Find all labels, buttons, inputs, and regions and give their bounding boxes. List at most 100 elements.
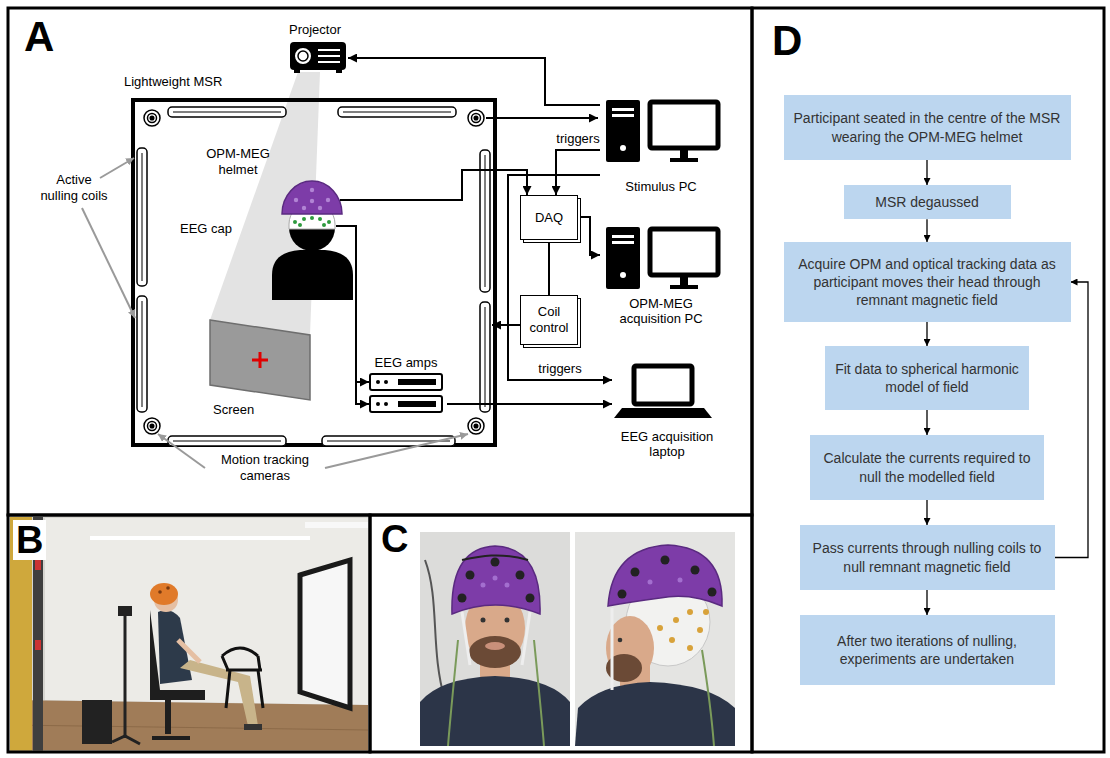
eeg-cap-photo — [575, 532, 735, 746]
participant — [318, 217, 322, 221]
eeg-cap-photo — [678, 578, 683, 583]
connector — [926, 322, 927, 346]
helmet-photo — [462, 555, 528, 560]
helmet-photo — [516, 571, 525, 580]
opm-helmet — [282, 181, 342, 214]
computer-symbol — [680, 277, 688, 286]
panel-letter: C — [381, 520, 408, 558]
part-label: EEG cap — [180, 221, 232, 237]
participant — [298, 223, 302, 227]
node-text: MSR degaussed — [875, 193, 979, 211]
room-photo — [150, 583, 178, 605]
computer-symbol — [612, 108, 634, 111]
room-photo — [112, 736, 140, 744]
amplifier-symbol — [398, 401, 436, 407]
eeg-cap-photo — [661, 556, 670, 565]
node-text: After two iterations of nulling, experim… — [810, 632, 1045, 668]
computer-symbol — [670, 158, 698, 162]
connector — [447, 403, 612, 405]
tracking-camera — [144, 110, 160, 126]
flow-step: Calculate the currents required to null … — [810, 435, 1044, 500]
eeg-cap-photo — [687, 609, 693, 615]
helmet-photo — [481, 583, 486, 588]
amplifier-symbol — [384, 380, 388, 384]
tracking-camera — [468, 418, 484, 434]
node-text: Calculate the currents required to null … — [820, 449, 1034, 485]
projector-symbol — [318, 50, 340, 62]
leader-line — [100, 158, 134, 178]
part-label: OPM-MEG helmet — [203, 146, 273, 177]
room-photo — [82, 700, 112, 744]
eeg-cap-photo — [673, 617, 679, 623]
helmet-photo — [462, 612, 470, 665]
computer-symbol — [612, 114, 634, 117]
helmet-photo — [505, 618, 510, 623]
eeg-cap-photo — [657, 625, 663, 631]
helmet-photo — [420, 676, 570, 746]
helmet-photo — [505, 583, 510, 588]
panel-frame — [8, 8, 752, 515]
room-photo — [35, 560, 41, 570]
stimulus-pc: Stimulus PC — [600, 95, 722, 195]
tracking-camera — [474, 424, 478, 428]
connector — [348, 58, 600, 105]
amplifier-symbol — [370, 396, 442, 412]
helmet-photo — [526, 594, 535, 603]
msr-wall — [133, 100, 495, 445]
helmet-photo — [420, 532, 570, 746]
node-text: Participant seated in the centre of the … — [794, 109, 1061, 145]
eeg-cap-photo — [669, 637, 675, 643]
node-text: EEG amps — [375, 355, 438, 371]
node-text: OPM-MEG acquisition PC — [600, 296, 722, 327]
node-text: Projector — [289, 22, 341, 38]
room-photo — [35, 640, 41, 650]
room-photo — [90, 536, 310, 540]
projector-symbol — [336, 70, 342, 73]
room-photo — [305, 522, 368, 528]
connector — [926, 500, 927, 525]
room-photo — [118, 606, 132, 616]
helmet-photo — [481, 618, 486, 623]
nulling-coil — [137, 107, 490, 446]
flow-step: MSR degaussed — [844, 185, 1011, 219]
daq-box: DAQ — [520, 195, 578, 240]
helmet-photo — [448, 640, 458, 746]
room-photo — [222, 656, 263, 708]
participant — [327, 220, 331, 224]
eeg-cap-photo — [618, 590, 627, 599]
eeg-cap-photo — [702, 650, 714, 746]
signal-wire — [336, 118, 598, 404]
amplifier-symbol — [398, 379, 436, 385]
flow-step: Fit data to spherical harmonic model of … — [825, 346, 1029, 410]
eeg-cap-photo — [708, 588, 717, 597]
computer-symbol — [620, 272, 626, 278]
tracking-camera — [144, 110, 484, 434]
connector — [926, 219, 927, 242]
signal-wire — [492, 324, 520, 326]
part-label: Screen — [213, 402, 254, 418]
room-photo — [178, 640, 200, 662]
panel-frame — [8, 515, 370, 752]
computer-symbol — [612, 235, 634, 238]
computer-symbol — [670, 285, 698, 289]
projector-symbol — [298, 51, 308, 61]
screen — [210, 320, 310, 400]
opm-helmet — [282, 181, 342, 214]
flow-step: Acquire OPM and optical tracking data as… — [784, 242, 1071, 322]
room-photo — [10, 700, 368, 751]
connector — [508, 175, 612, 380]
flow-step: After two iterations of nulling, experim… — [800, 615, 1055, 685]
eeg-cap-photo — [697, 627, 703, 633]
computer-symbol — [620, 145, 626, 151]
helmet-photo — [469, 636, 521, 668]
amplifier-symbol — [370, 374, 442, 412]
eeg-amps: EEG amps — [365, 355, 447, 417]
connector — [926, 160, 927, 185]
edge-label: triggers — [536, 362, 583, 377]
room-photo — [150, 610, 205, 700]
opm-helmet — [310, 199, 314, 203]
participant — [272, 250, 353, 300]
helmet-photo — [522, 612, 530, 665]
eeg-cap-photo — [691, 566, 700, 575]
room-photo — [10, 725, 368, 730]
